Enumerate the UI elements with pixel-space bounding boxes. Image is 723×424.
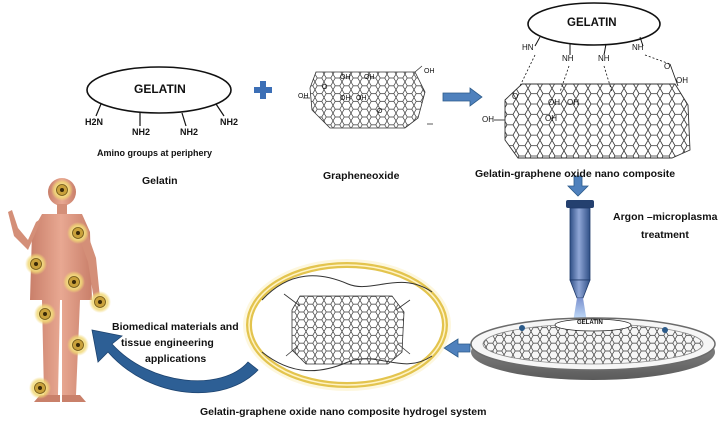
arrow-to-plasma	[567, 175, 589, 197]
composite-gelatin-oval	[527, 2, 661, 46]
composite-molecule	[494, 2, 691, 159]
amine-label: NH2	[220, 117, 239, 127]
composite-linker: NH	[598, 54, 610, 63]
composite-oval-label: GELATIN	[567, 17, 617, 29]
go-group-label: OH	[424, 68, 435, 75]
amine-label: NH2	[180, 127, 199, 137]
composite-group: O	[664, 62, 671, 71]
implant-glow	[51, 179, 73, 201]
composite-group: OH	[545, 114, 557, 123]
gelatin-molecule	[86, 66, 232, 127]
amine-label: NH2	[132, 127, 151, 137]
graphene-oxide-sheet	[303, 65, 433, 129]
plasma-jet	[566, 200, 594, 322]
composite-name: Gelatin-graphene oxide nano composite	[475, 168, 676, 180]
composite-group: OH	[548, 98, 560, 107]
go-name: Grapheneoxide	[323, 170, 400, 182]
plasma-label: Argon –microplasma	[613, 211, 718, 223]
arrow-to-hydrogel	[443, 338, 471, 358]
composite-group: OH	[676, 76, 688, 85]
hydrogel-name: Gelatin-graphene oxide nano composite hy…	[200, 406, 487, 418]
implant-glow	[29, 377, 51, 399]
plus-icon	[254, 81, 272, 99]
implant-glow	[67, 334, 89, 356]
plasma-label: treatment	[641, 229, 689, 241]
amino-caption: Amino groups at periphery	[97, 148, 213, 158]
petri-dish	[470, 317, 716, 380]
composite-linker: HN	[522, 43, 534, 52]
go-group-label: OH	[364, 74, 375, 81]
go-group-label: OH	[340, 74, 351, 81]
application-label: applications	[145, 353, 207, 365]
composite-linker: NH	[562, 54, 574, 63]
arrow-to-composite	[442, 87, 483, 107]
composite-group: OH	[482, 115, 494, 124]
curved-arrow	[91, 329, 259, 394]
go-group-label: OH	[298, 93, 309, 100]
dish-gelatin-label: GELATIN	[577, 320, 603, 326]
gelatin-oval-label: GELATIN	[134, 82, 186, 96]
implant-glow	[34, 303, 56, 325]
application-label: tissue engineering	[121, 337, 214, 349]
composite-group: O	[512, 92, 519, 101]
go-group-label: O	[322, 84, 328, 91]
gelatin-name: Gelatin	[142, 175, 178, 187]
composite-linker: NH	[632, 43, 644, 52]
go-group-label: OH	[356, 95, 367, 102]
hydrogel-ring	[243, 259, 451, 391]
go-group-label: OH	[340, 95, 351, 102]
implant-glow	[63, 271, 85, 293]
gelatin-oval	[86, 66, 232, 114]
go-group-label: O	[377, 108, 383, 115]
amine-label: H2N	[85, 117, 104, 127]
implant-glow	[89, 291, 111, 313]
implant-glow	[25, 253, 47, 275]
implant-glow	[67, 222, 89, 244]
application-label: Biomedical materials and	[112, 321, 239, 333]
composite-group: OH	[567, 98, 579, 107]
